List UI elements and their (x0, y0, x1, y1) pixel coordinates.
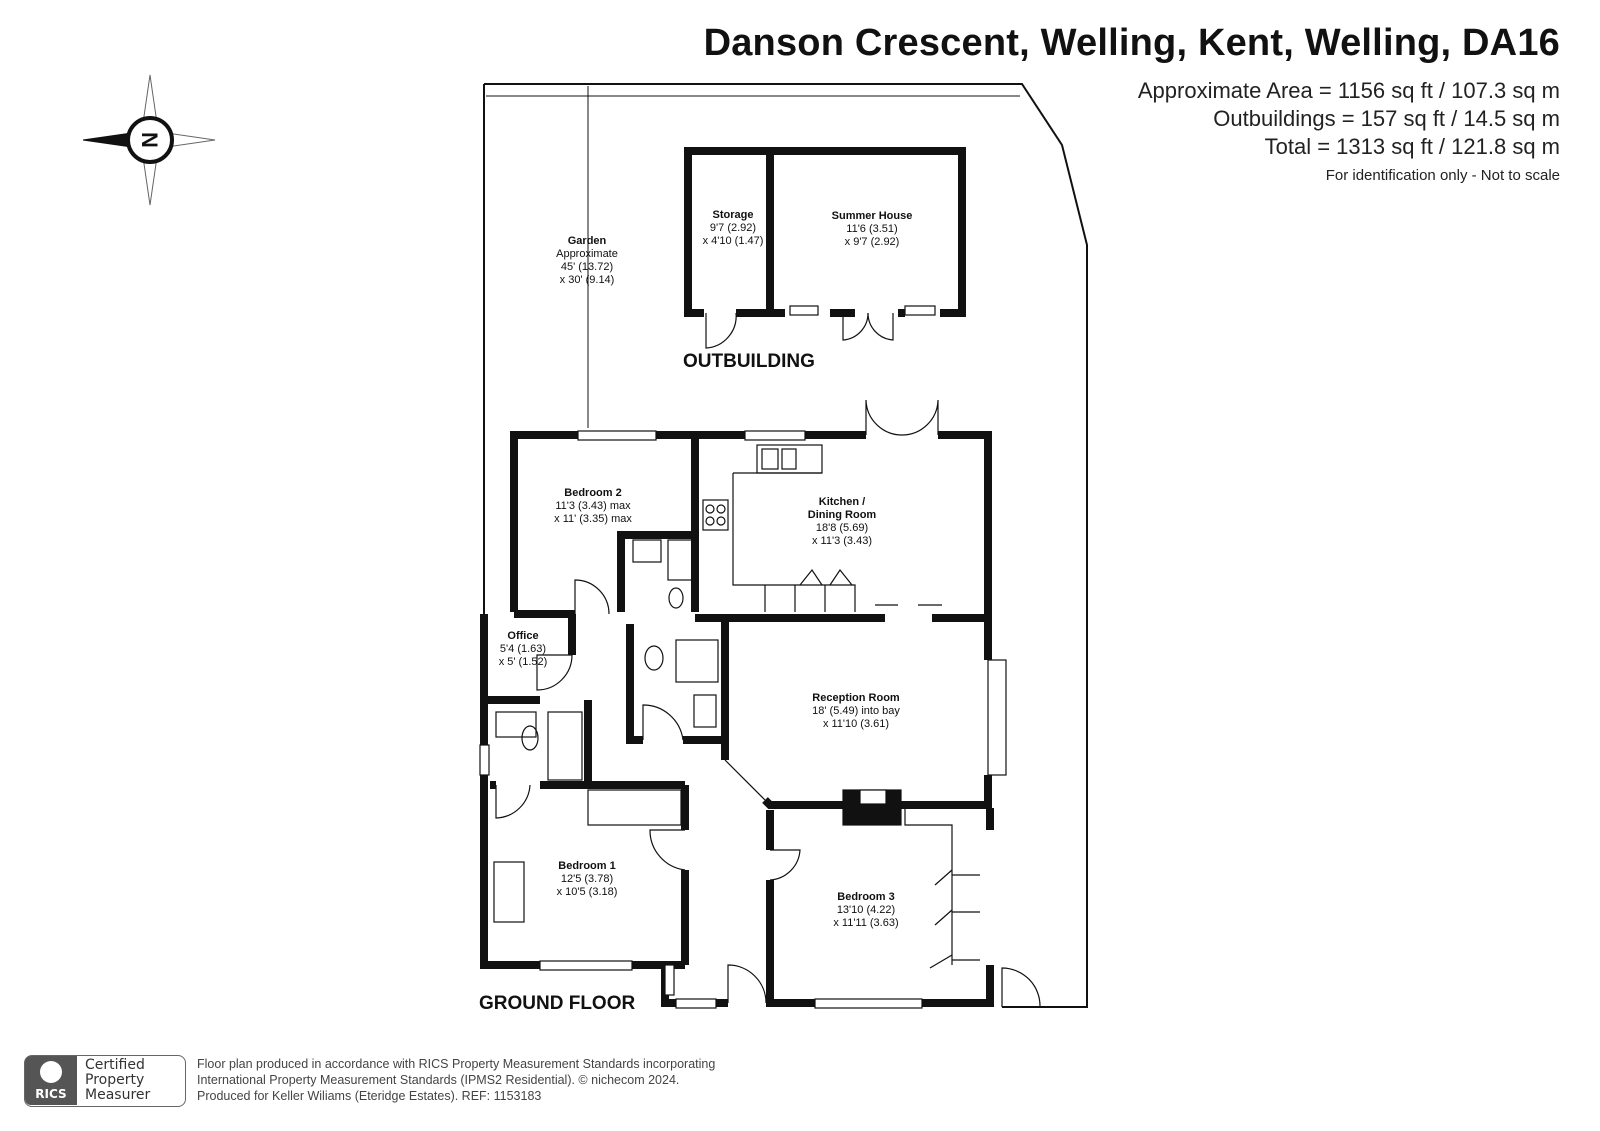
office-name: Office (507, 630, 538, 642)
compass-rose-icon: N (82, 74, 216, 206)
bedroom2-dim1: 11'3 (3.43) max (555, 500, 631, 512)
garden-labels: Garden Approximate 45' (13.72) x 30' (9.… (556, 235, 618, 286)
bedroom1-dim2: x 10'5 (3.18) (557, 886, 618, 898)
bedroom1-dim1: 12'5 (3.78) (561, 873, 613, 885)
compass-letter: N (137, 132, 162, 148)
badge-line-3: Measurer (85, 1087, 151, 1103)
outbuilding-label: OUTBUILDING (683, 351, 815, 372)
windows (479, 430, 1007, 1009)
lion-icon (40, 1061, 62, 1083)
bedroom1-name: Bedroom 1 (558, 860, 615, 872)
room-labels: Bedroom 2 11'3 (3.43) max x 11' (3.35) m… (479, 487, 900, 1014)
bedroom2-name: Bedroom 2 (564, 487, 621, 499)
garden-dim2: x 30' (9.14) (560, 274, 615, 286)
outbuilding-labels: Storage 9'7 (2.92) x 4'10 (1.47) Summer … (683, 209, 912, 372)
bedroom3-dim2: x 11'11 (3.63) (833, 917, 898, 929)
kitchen-name: Kitchen / (819, 496, 865, 508)
ground-floor-walls (480, 431, 994, 1007)
rics-badge: RICS Certified Property Measurer (24, 1055, 186, 1107)
badge-line-2: Property (85, 1072, 145, 1088)
garden-dim1: 45' (13.72) (561, 261, 613, 273)
garden-boundary (484, 83, 1088, 1008)
rics-logo: RICS (25, 1056, 77, 1105)
reception-name: Reception Room (812, 692, 900, 704)
summer-house-dim2: x 9'7 (2.92) (845, 236, 900, 248)
outbuildings-area: Outbuildings = 157 sq ft / 14.5 sq m (1213, 106, 1560, 131)
bedroom3-dim1: 13'10 (4.22) (837, 904, 895, 916)
summer-house-dim1: 11'6 (3.51) (846, 223, 897, 235)
office-dim2: x 5' (1.52) (499, 656, 548, 668)
rics-badge-text: Certified Property Measurer (85, 1058, 150, 1103)
fixtures (493, 444, 980, 969)
office-dim1: 5'4 (1.63) (500, 643, 546, 655)
badge-line-1: Certified (85, 1057, 145, 1073)
reception-dim1: 18' (5.49) into bay (812, 705, 900, 717)
ground-floor-label: GROUND FLOOR (479, 993, 635, 1014)
footer-line-1: Floor plan produced in accordance with R… (197, 1057, 716, 1071)
kitchen-dim1: 18'8 (5.69) (816, 522, 868, 534)
total-area: Total = 1313 sq ft / 121.8 sq m (1264, 134, 1560, 159)
bedroom3-name: Bedroom 3 (837, 891, 894, 903)
doors (495, 399, 1041, 1008)
storage-dim2: x 4'10 (1.47) (703, 235, 764, 247)
identification-note: For identification only - Not to scale (1325, 167, 1560, 184)
storage-name: Storage (713, 209, 754, 221)
footer-line-2: International Property Measurement Stand… (197, 1073, 680, 1087)
kitchen-dim2: x 11'3 (3.43) (812, 535, 872, 547)
rics-logo-text: RICS (35, 1087, 67, 1101)
kitchen-name2: Dining Room (808, 509, 877, 521)
bedroom2-dim2: x 11' (3.35) max (554, 513, 632, 525)
storage-dim1: 9'7 (2.92) (710, 222, 756, 234)
garden-line1: Approximate (556, 248, 618, 260)
outbuilding-doors (705, 312, 894, 349)
summer-house-name: Summer House (832, 210, 913, 222)
footer-line-3: Produced for Keller Wiliams (Eteridge Es… (197, 1089, 542, 1103)
page-title: Danson Crescent, Welling, Kent, Welling,… (703, 22, 1560, 64)
reception-dim2: x 11'10 (3.61) (823, 718, 889, 730)
approximate-area: Approximate Area = 1156 sq ft / 107.3 sq… (1137, 78, 1560, 103)
garden-name: Garden (568, 235, 607, 247)
dimension-arrows (486, 86, 1020, 428)
